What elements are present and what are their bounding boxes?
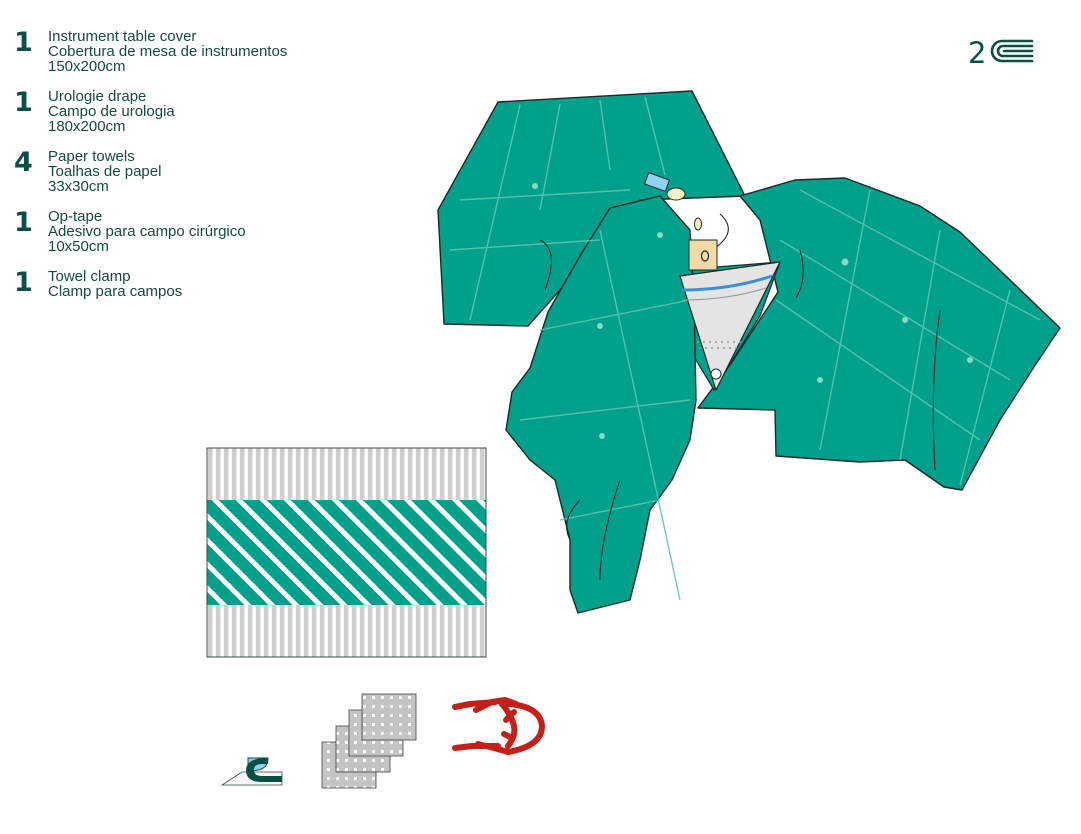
item-name-pt: Toalhas de papel [48,163,162,180]
item-quantity: 1 [14,207,33,238]
item-name-en: Paper towels [48,148,135,165]
item-name-en: Urologie drape [48,88,147,105]
item-name-pt: Campo de urologia [48,103,175,120]
item-name-pt: Clamp para campos [48,283,183,300]
list-item: 1 Urologie drape Campo de urologia 180x2… [14,88,394,148]
item-quantity: 1 [14,267,33,298]
list-item: 1 Towel clamp Clamp para campos [14,268,394,328]
towel-clamp-icon [452,697,545,755]
logo-text: 2 [968,36,986,68]
item-size: 150x200cm [48,58,126,75]
item-text: Op-tape Adesivo para campo cirúrgico 10x… [48,209,246,254]
op-tape-icon [220,757,283,786]
item-name-pt: Cobertura de mesa de instrumentos [48,43,288,60]
list-item: 1 Op-tape Adesivo para campo cirúrgico 1… [14,208,394,268]
list-item: 1 Instrument table cover Cobertura de me… [14,28,394,88]
item-text: Towel clamp Clamp para campos [48,269,182,299]
item-name-en: Towel clamp [48,268,131,285]
item-text: Instrument table cover Cobertura de mesa… [48,29,287,74]
item-size: 33x30cm [48,178,109,195]
item-text: Urologie drape Campo de urologia 180x200… [48,89,175,134]
item-name-pt: Adesivo para campo cirúrgico [48,223,246,240]
item-quantity: 4 [14,147,33,178]
item-text: Paper towels Toalhas de papel 33x30cm [48,149,161,194]
item-name-en: Op-tape [48,208,103,225]
item-quantity: 1 [14,27,33,58]
instrument-table-cover-icon [206,447,487,658]
urology-drape-icon [437,90,1061,614]
double-sterile-wrap-logo-icon: 2 [968,36,1034,68]
item-quantity: 1 [14,87,33,118]
paper-towels-icon [321,693,417,789]
list-item: 4 Paper towels Toalhas de papel 33x30cm [14,148,394,208]
item-list: 1 Instrument table cover Cobertura de me… [14,28,394,328]
item-name-en: Instrument table cover [48,28,197,45]
item-size: 180x200cm [48,118,126,135]
item-size: 10x50cm [48,238,109,255]
